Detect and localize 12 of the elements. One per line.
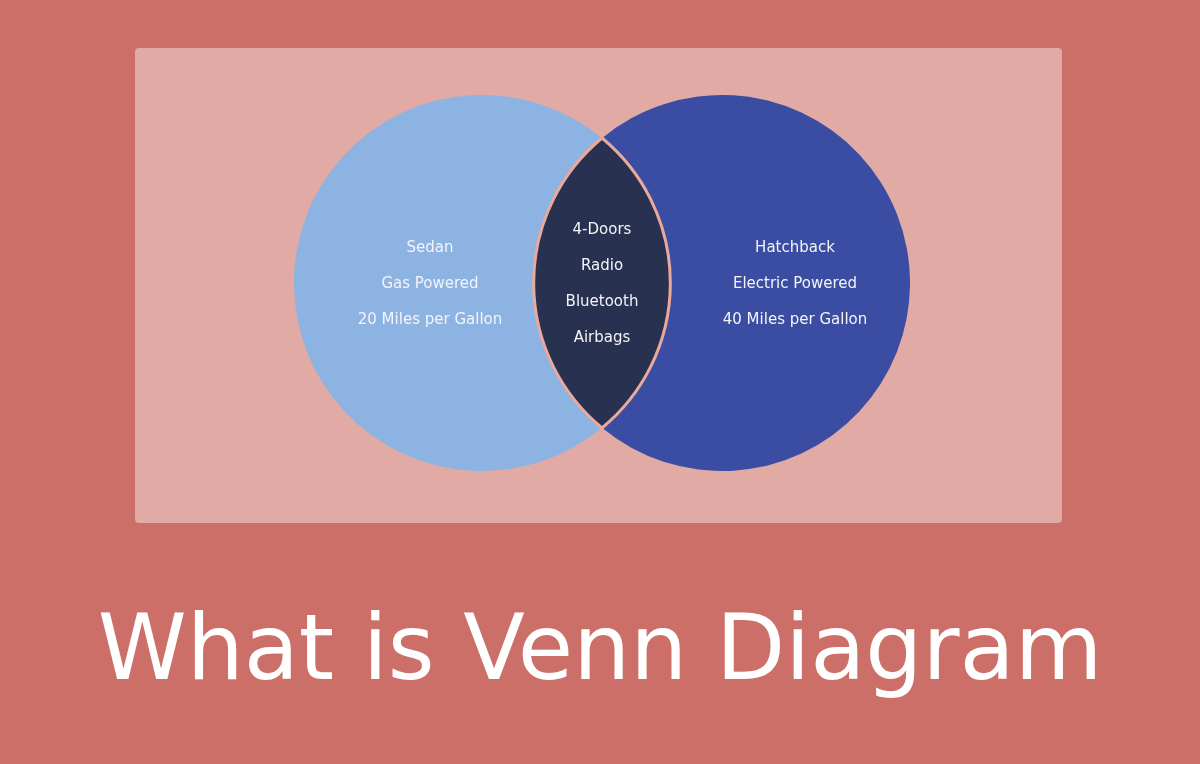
venn-item-text: Hatchback [755, 238, 835, 256]
venn-item-text: 4-Doors [572, 220, 632, 238]
diagram-title: What is Venn Diagram [97, 594, 1103, 702]
venn-item-text: Electric Powered [732, 274, 858, 292]
venn-item-text: Radio [580, 256, 624, 274]
venn-overlap [530, 134, 674, 432]
venn-item-text: Gas Powered [381, 274, 479, 292]
venn-item-text: Sedan [406, 238, 454, 256]
venn-item-text: Airbags [573, 328, 631, 346]
venn-item-text: 40 Miles per Gallon [722, 310, 868, 328]
venn-item-text: 20 Miles per Gallon [357, 310, 503, 328]
venn-item-text: Bluetooth [565, 292, 639, 310]
